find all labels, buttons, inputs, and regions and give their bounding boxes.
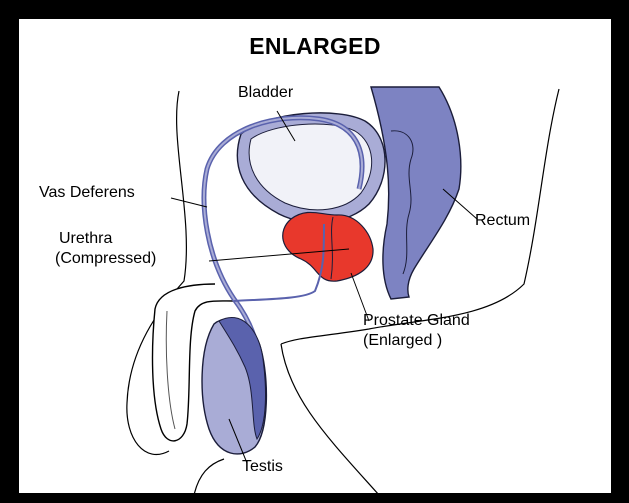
- body-outline-thigh: [281, 344, 379, 494]
- body-outline-leg: [194, 459, 224, 494]
- label-urethra-line2: (Compressed): [55, 249, 156, 268]
- label-vas-deferens: Vas Deferens: [39, 183, 135, 202]
- label-prostate-line2: (Enlarged ): [363, 331, 442, 350]
- diagram-frame: ENLARGED Bladder Vas Deferens Urethra (C…: [18, 18, 612, 494]
- prostate-gland: [283, 212, 373, 281]
- label-bladder: Bladder: [238, 83, 293, 102]
- label-testis: Testis: [242, 457, 283, 476]
- diagram-title: ENLARGED: [19, 33, 611, 60]
- label-prostate-line1: Prostate Gland: [363, 311, 470, 330]
- label-rectum: Rectum: [475, 211, 530, 230]
- label-urethra-line1: Urethra: [59, 229, 112, 248]
